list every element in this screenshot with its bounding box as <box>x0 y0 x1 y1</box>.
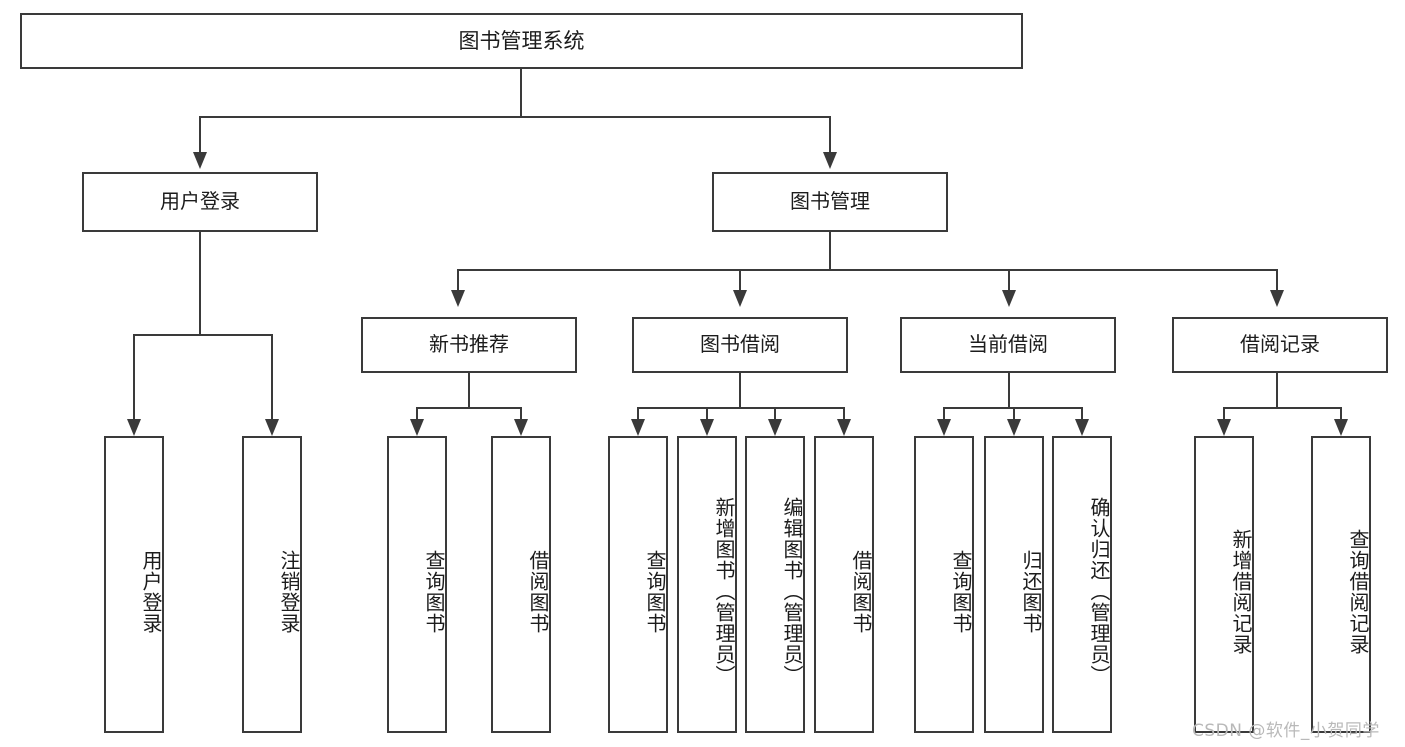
node-label: 编辑图书（管理员） <box>780 497 804 686</box>
leaf-query-borrow-record: 查询借阅记录 <box>1311 436 1371 733</box>
arrow-down-icon <box>1075 419 1089 436</box>
arrow-down-icon <box>1217 419 1231 436</box>
connector-borrow-record-stem <box>1276 373 1278 409</box>
connector-book-mgmt-bar <box>457 269 1277 271</box>
leaf-borrow-book-new-book: 借阅图书 <box>491 436 551 733</box>
arrow-down-icon <box>1002 290 1016 307</box>
connector-root-to-user-login <box>199 116 201 154</box>
arrow-down-icon <box>451 290 465 307</box>
leaf-add-borrow-record: 新增借阅记录 <box>1194 436 1254 733</box>
connector-to-leaf-query-book-2 <box>637 407 639 421</box>
arrow-down-icon <box>1270 290 1284 307</box>
arrow-down-icon <box>631 419 645 436</box>
connector-root-to-book-mgmt <box>829 116 831 154</box>
arrow-down-icon <box>837 419 851 436</box>
connector-to-current-borrow <box>1008 269 1010 292</box>
connector-to-leaf-query-record <box>1340 407 1342 421</box>
node-label: 新书推荐 <box>429 332 509 357</box>
connector-to-leaf-query-book-1 <box>416 407 418 421</box>
leaf-return-book: 归还图书 <box>984 436 1044 733</box>
node-label: 查询图书 <box>422 549 446 634</box>
node-label: 新增图书（管理员） <box>712 497 736 686</box>
leaf-confirm-return-admin: 确认归还（管理员） <box>1052 436 1112 733</box>
node-book-borrow: 图书借阅 <box>632 317 848 373</box>
connector-to-borrow-record <box>1276 269 1278 292</box>
connector-book-borrow-stem <box>739 373 741 409</box>
csdn-watermark: CSDN @软件_小贺同学 <box>1192 721 1380 741</box>
arrow-down-icon <box>937 419 951 436</box>
connector-to-new-book <box>457 269 459 292</box>
node-label: 查询图书 <box>949 549 973 634</box>
arrow-down-icon <box>514 419 528 436</box>
connector-to-leaf-add-book <box>706 407 708 421</box>
arrow-down-icon <box>193 152 207 169</box>
arrow-down-icon <box>733 290 747 307</box>
connector-user-login-bar <box>133 334 272 336</box>
connector-to-leaf-return-book <box>1013 407 1015 421</box>
connector-to-leaf-borrow-book-2 <box>843 407 845 421</box>
leaf-add-book-admin: 新增图书（管理员） <box>677 436 737 733</box>
connector-to-leaf-borrow-book-1 <box>520 407 522 421</box>
node-label: 借阅记录 <box>1240 332 1320 357</box>
node-label: 查询借阅记录 <box>1346 528 1370 655</box>
arrow-down-icon <box>1334 419 1348 436</box>
leaf-query-book-new-book: 查询图书 <box>387 436 447 733</box>
connector-to-leaf-logout <box>271 334 273 421</box>
connector-to-leaf-edit-book <box>774 407 776 421</box>
connector-borrow-record-bar <box>1223 407 1341 409</box>
connector-to-leaf-query-book-3 <box>943 407 945 421</box>
arrow-down-icon <box>1007 419 1021 436</box>
node-label: 图书借阅 <box>700 332 780 357</box>
arrow-down-icon <box>410 419 424 436</box>
leaf-user-login: 用户登录 <box>104 436 164 733</box>
node-label: 新增借阅记录 <box>1229 528 1253 655</box>
connector-new-book-bar <box>416 407 521 409</box>
connector-new-book-stem <box>468 373 470 409</box>
arrow-down-icon <box>700 419 714 436</box>
node-new-book-recommend: 新书推荐 <box>361 317 577 373</box>
node-label: 用户登录 <box>139 549 163 634</box>
leaf-borrow-book: 借阅图书 <box>814 436 874 733</box>
connector-current-borrow-bar <box>943 407 1082 409</box>
node-book-management: 图书管理 <box>712 172 948 232</box>
node-label: 确认归还（管理员） <box>1087 497 1111 686</box>
node-user-login: 用户登录 <box>82 172 318 232</box>
node-label: 图书管理 <box>790 189 870 214</box>
connector-to-leaf-user-login <box>133 334 135 421</box>
connector-to-leaf-add-record <box>1223 407 1225 421</box>
node-label: 查询图书 <box>643 549 667 634</box>
node-current-borrow: 当前借阅 <box>900 317 1116 373</box>
node-label: 借阅图书 <box>526 549 550 634</box>
leaf-edit-book-admin: 编辑图书（管理员） <box>745 436 805 733</box>
node-borrow-record: 借阅记录 <box>1172 317 1388 373</box>
leaf-logout: 注销登录 <box>242 436 302 733</box>
arrow-down-icon <box>823 152 837 169</box>
connector-root-bar <box>199 116 831 118</box>
leaf-query-book-current: 查询图书 <box>914 436 974 733</box>
node-label: 图书管理系统 <box>458 28 585 53</box>
node-label: 当前借阅 <box>968 332 1048 357</box>
node-label: 注销登录 <box>277 549 301 634</box>
connector-book-mgmt-stem <box>829 232 831 271</box>
node-root-system: 图书管理系统 <box>20 13 1023 69</box>
connector-book-borrow-bar <box>637 407 844 409</box>
connector-root-stem <box>520 69 522 117</box>
node-label: 用户登录 <box>160 189 240 214</box>
arrow-down-icon <box>265 419 279 436</box>
arrow-down-icon <box>127 419 141 436</box>
connector-to-book-borrow <box>739 269 741 292</box>
node-label: 归还图书 <box>1019 549 1043 634</box>
connector-current-borrow-stem <box>1008 373 1010 409</box>
leaf-query-book-borrow: 查询图书 <box>608 436 668 733</box>
node-label: 借阅图书 <box>849 549 873 634</box>
arrow-down-icon <box>768 419 782 436</box>
connector-to-leaf-confirm-return <box>1081 407 1083 421</box>
connector-user-login-stem <box>199 232 201 336</box>
